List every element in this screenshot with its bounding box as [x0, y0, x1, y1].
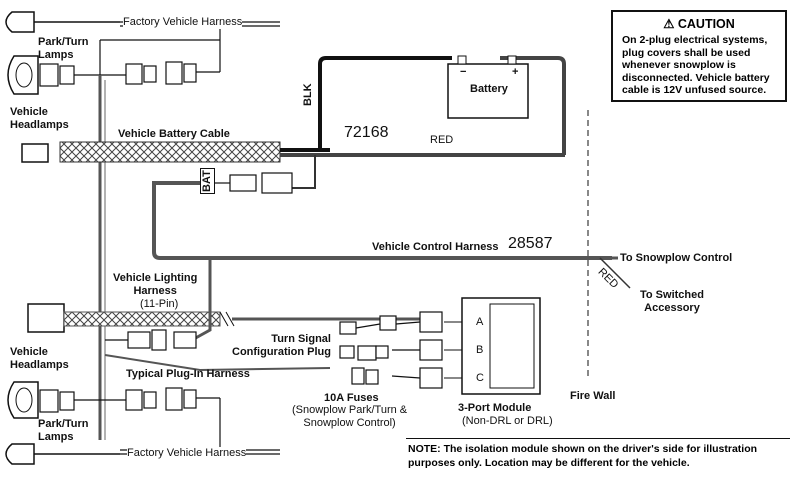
vehicle-battery-cable-label: Vehicle Battery Cable: [118, 128, 230, 140]
caution-body: On 2-plug electrical systems, plug cover…: [622, 34, 770, 97]
vehicle-control-harness: [152, 181, 612, 260]
plug-in-connectors: [104, 311, 443, 389]
factory-harness-top-label: Factory Vehicle Harness: [123, 16, 243, 29]
top-headlamp-icon: [7, 55, 39, 95]
red-wire: [500, 56, 566, 155]
port-c-label: C: [476, 372, 484, 384]
part-28587-label: 28587: [508, 235, 553, 252]
battery-label: Battery: [470, 83, 508, 95]
turn-signal-plug-label: Turn Signal Configuration Plug: [232, 333, 331, 358]
module-label: 3-Port Module: [458, 402, 532, 414]
fuses-note-label: (Snowplow Park/Turn & Snowplow Control): [292, 404, 408, 429]
bottom-park-turn-lamp-icon: [5, 443, 120, 465]
eleven-pin-label: (11-Pin): [140, 298, 179, 310]
park-turn-bottom-label: Park/Turn Lamps: [38, 418, 89, 443]
vehicle-battery-cable: [21, 141, 565, 163]
caution-box: ⚠ CAUTION On 2-plug electrical systems, …: [611, 10, 787, 102]
note-box: NOTE: The isolation module shown on the …: [406, 438, 790, 474]
module-note-label: (Non-DRL or DRL): [462, 415, 553, 427]
top-lamp-connectors: [39, 21, 280, 87]
bat-connector: [214, 155, 316, 194]
red-top-label: RED: [430, 134, 454, 146]
fuses-label: 10A Fuses: [324, 392, 379, 404]
three-port-module-icon: [444, 297, 541, 395]
to-snowplow-control-label: To Snowplow Control: [620, 252, 733, 264]
blk-wire: [318, 56, 452, 150]
battery-minus-label: −: [460, 66, 467, 78]
top-park-turn-lamp-icon: [5, 11, 120, 33]
bottom-headlamp-icon: [7, 381, 39, 419]
factory-harness-bottom-label: Factory Vehicle Harness: [127, 447, 247, 460]
vehicle-headlamps-bottom-label: Vehicle Headlamps: [10, 346, 69, 371]
fire-wall-label: Fire Wall: [570, 390, 616, 402]
park-turn-top-label: Park/Turn Lamps: [38, 36, 89, 61]
part-72168-label: 72168: [344, 124, 389, 141]
typical-plug-in-label: Typical Plug-In Harness: [126, 368, 250, 380]
vehicle-lighting-harness: [27, 258, 440, 342]
switched-accessory-wire: [599, 257, 631, 289]
bat-label: BAT: [200, 168, 215, 194]
vehicle-lighting-harness-label: Vehicle Lighting Harness: [113, 272, 198, 297]
battery-plus-label: +: [512, 66, 519, 78]
blk-label: BLK: [302, 83, 314, 106]
port-a-label: A: [476, 316, 484, 328]
to-switched-accessory-label: To Switched Accessory: [640, 289, 704, 314]
vehicle-headlamps-top-label: Vehicle Headlamps: [10, 106, 69, 131]
battery-icon: [447, 55, 529, 119]
vehicle-control-harness-label: Vehicle Control Harness: [372, 241, 499, 253]
caution-title: ⚠ CAUTION: [663, 17, 735, 31]
port-b-label: B: [476, 344, 484, 356]
